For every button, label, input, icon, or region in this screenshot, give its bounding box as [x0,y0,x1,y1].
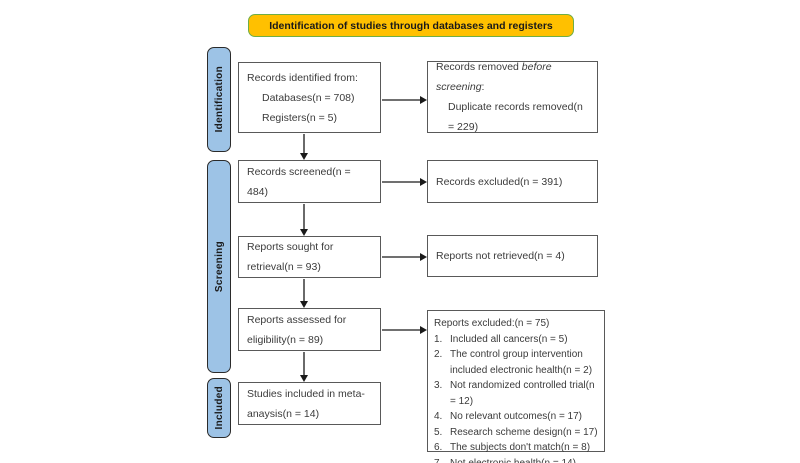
arrow-assessed-to-reports-excluded [382,326,427,334]
reports-assessed-label: Reports assessed for eligibility(n = 89) [247,313,347,346]
box-records-identified: Records identified from: Databases(n = 7… [238,62,381,133]
reports-excluded-item: 5. Research scheme design(n = 17) [434,425,598,441]
item-number: 6. [434,442,443,453]
records-screened-label: Records screened(n = 484) [247,165,351,198]
item-number: 1. [434,333,443,345]
reports-excluded-item: 3. Not randomized controlled trial(n = 12… [434,378,598,409]
item-number: 7. [434,457,443,463]
reports-not-retrieved-label: Reports not retrieved(n = 4) [436,250,565,262]
arrow-assessed-to-included [300,352,308,382]
arrow-sought-to-not-retrieved [382,253,427,261]
studies-included-label: Studies included in meta-anaysis(n = 14) [247,387,365,420]
box-reports-not-retrieved: Reports not retrieved(n = 4) [427,235,598,277]
title-banner-label: Identification of studies through databa… [269,19,553,32]
box-records-excluded: Records excluded(n = 391) [427,160,598,203]
records-identified-databases: Databases(n = 708) [262,91,355,104]
arrow-identified-to-screened [300,134,308,160]
item-text: Research scheme design(n = 17) [450,426,598,438]
box-studies-included: Studies included in meta-anaysis(n = 14) [238,382,381,425]
item-text: Not randomized controlled trial(n = 12) [450,380,595,407]
stage-screening-label: Screening [213,240,225,293]
records-identified-title: Records identified from: [247,71,358,84]
box-records-screened: Records screened(n = 484) [238,160,381,203]
item-text: The subjects don't match(n = 8) [450,442,591,453]
records-removed-suffix: : [481,81,485,93]
title-banner: Identification of studies through databa… [248,14,574,37]
records-excluded-label: Records excluded(n = 391) [436,175,563,188]
box-reports-assessed: Reports assessed for eligibility(n = 89) [238,308,381,351]
stage-identification-label: Identification [213,66,225,133]
item-text: Included all cancers(n = 5) [450,333,568,345]
reports-excluded-item: 2. The control group intervention include… [434,347,598,378]
item-number: 2. [434,349,443,360]
stage-included-label: Included [213,386,225,430]
stage-included: Included [207,378,231,438]
reports-excluded-item: 4. No relevant outcomes(n = 17) [434,409,598,425]
box-reports-sought: Reports sought for retrieval(n = 93) [238,236,381,278]
records-removed-prefix: Records removed [436,61,522,73]
item-text: Not electronic health(n = 14) [450,457,576,463]
stage-identification: Identification [207,47,231,152]
box-reports-excluded: Reports excluded:(n = 75) 1. Included all… [427,310,605,463]
arrow-screened-to-sought [300,204,308,236]
item-text: No relevant outcomes(n = 17) [450,411,583,422]
item-number: 4. [434,411,443,422]
records-removed-italic: before screening [436,61,552,93]
stage-screening: Screening [207,160,231,373]
reports-sought-label: Reports sought for retrieval(n = 93) [247,241,334,273]
reports-excluded-title: Reports excluded:(n = 75) [434,318,550,329]
records-removed-detail: Duplicate records removed(n = 229) [448,101,583,133]
box-records-removed: Records removed before screening: Duplic… [427,61,598,133]
records-identified-registers: Registers(n = 5) [262,111,337,124]
arrow-sought-to-assessed [300,279,308,308]
item-number: 3. [434,380,443,391]
arrow-screened-to-excluded [382,178,427,186]
arrow-identified-to-removed [382,96,427,104]
reports-excluded-item: 7. Not electronic health(n = 14) [434,456,598,463]
records-removed-title: Records removed before screening: [436,57,589,97]
item-number: 5. [434,426,443,438]
reports-excluded-item: 6. The subjects don't match(n = 8) [434,440,598,456]
reports-excluded-item: 1. Included all cancers(n = 5) [434,332,598,348]
item-text: The control group intervention included … [450,349,593,376]
